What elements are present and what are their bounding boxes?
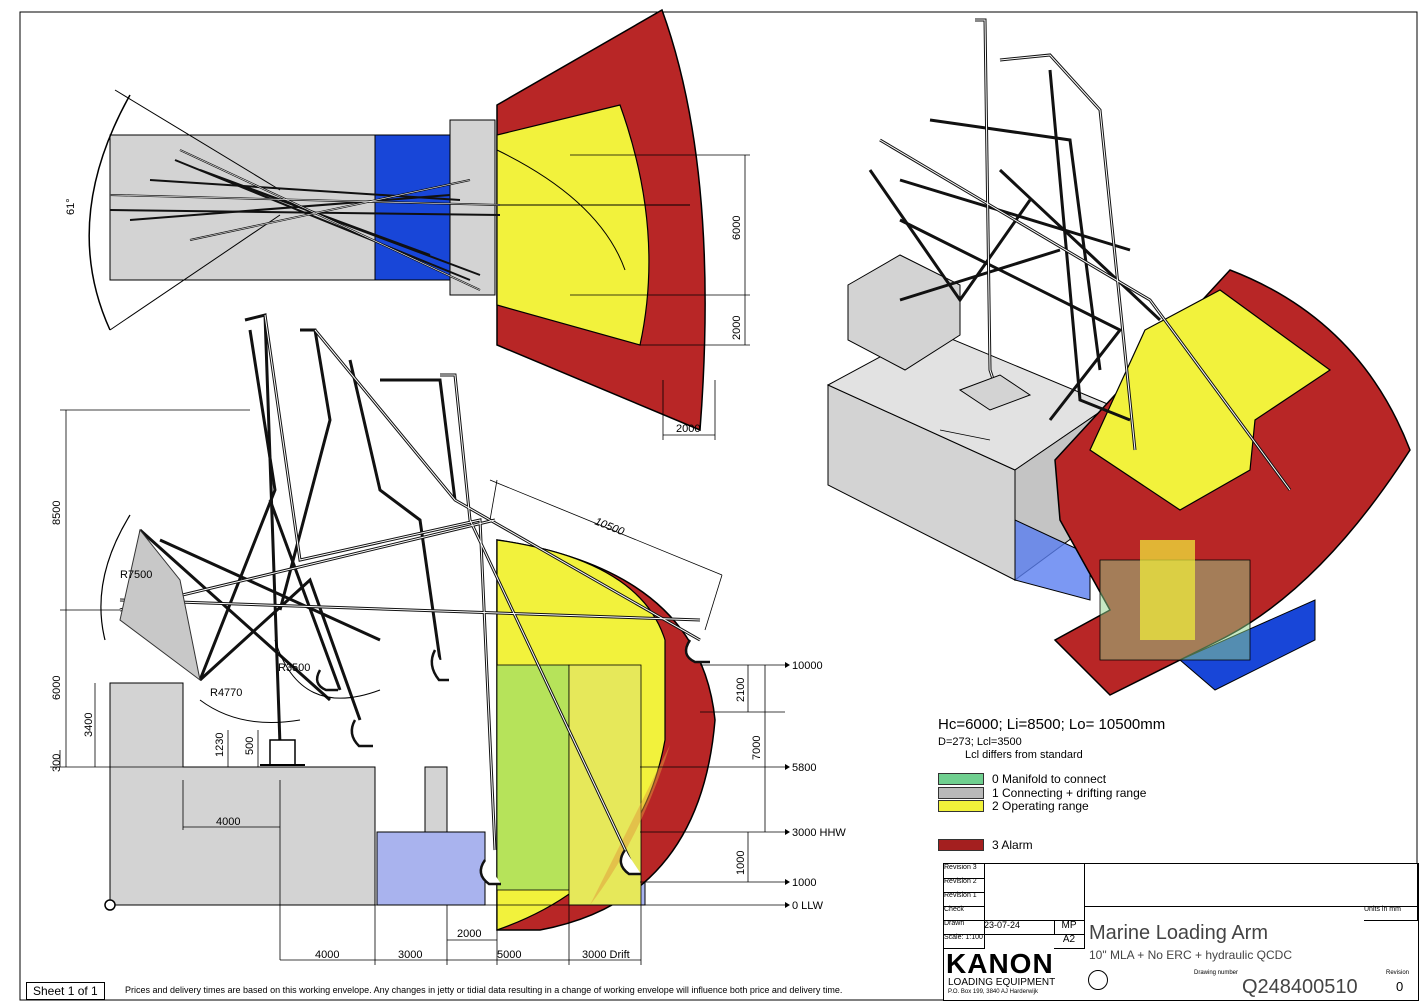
revision-header: Revision bbox=[1386, 970, 1410, 976]
bottom-dim-3000-drift: 3000 Drift bbox=[582, 949, 630, 961]
side-view-dim-500: 500 bbox=[244, 737, 256, 755]
legend-swatch bbox=[938, 839, 984, 851]
drawn-by: MP bbox=[1054, 920, 1085, 935]
drawing-subtitle: 10" MLA + No ERC + hydraulic QCDC bbox=[1089, 948, 1293, 962]
side-view-dim-10500: 10500 bbox=[593, 516, 627, 539]
level-10000: 10000 bbox=[792, 660, 823, 672]
level-5800: 5800 bbox=[792, 762, 816, 774]
company-subtitle: LOADING EQUIPMENT bbox=[948, 977, 1056, 988]
footer-note: Prices and delivery times are based on t… bbox=[125, 985, 843, 995]
drawing-title: Marine Loading Arm bbox=[1089, 922, 1268, 944]
top-view-jetty bbox=[109, 134, 376, 281]
side-view-blue-block bbox=[376, 831, 486, 906]
revision-value: 0 bbox=[1396, 979, 1404, 994]
iso-view bbox=[826, 18, 1411, 696]
side-view-dim-1230: 1230 bbox=[214, 733, 226, 757]
side-view-dim-7000: 7000 bbox=[751, 736, 763, 760]
company-address: P.O. Box 199, 3840 AJ Harderwijk bbox=[948, 989, 1038, 995]
legend-item-manifold: 0 Manifold to connect bbox=[938, 772, 1106, 786]
side-view-dim-300: 300 bbox=[51, 754, 63, 772]
top-view-dim-6000: 6000 bbox=[731, 216, 743, 240]
top-view-dim-2000-h: 2000 bbox=[676, 423, 700, 435]
side-view-dim-1000: 1000 bbox=[735, 851, 747, 875]
level-1000: 1000 bbox=[792, 877, 816, 889]
bottom-dim-4000: 4000 bbox=[315, 949, 339, 961]
sheet-size: A2 bbox=[1054, 934, 1085, 949]
scale-label: Scale: 1:100 bbox=[944, 934, 983, 941]
title-block: Revision 3 Revision 2 Revision 1 Check D… bbox=[943, 863, 1419, 1001]
side-view-dim-2000: 2000 bbox=[457, 928, 481, 940]
top-view-angle-arc bbox=[88, 94, 131, 331]
bottom-dim-3000: 3000 bbox=[398, 949, 422, 961]
check-label: Check bbox=[944, 906, 964, 913]
company-logo: KANON bbox=[946, 948, 1054, 979]
iso-blue-block bbox=[1014, 519, 1091, 601]
legend-label: 3 Alarm bbox=[992, 838, 1033, 852]
top-view-angle-label: 61° bbox=[65, 198, 77, 215]
legend-label: 0 Manifold to connect bbox=[992, 772, 1107, 786]
legend-label: 2 Operating range bbox=[992, 799, 1089, 813]
drawn-label: Drawn bbox=[944, 920, 965, 927]
side-view-manifold-zone bbox=[496, 664, 570, 891]
top-view-dim-2000-v: 2000 bbox=[731, 316, 743, 340]
level-3000-hhw: 3000 HHW bbox=[792, 827, 846, 839]
iso-operating-zone bbox=[1089, 289, 1332, 511]
radius-4770: R4770 bbox=[210, 687, 242, 699]
level-0-llw: 0 LLW bbox=[792, 900, 824, 912]
legend-swatch bbox=[938, 773, 984, 785]
units-label: Units in mm bbox=[1364, 906, 1418, 921]
side-view-jetty bbox=[109, 682, 376, 906]
drawing-number-label: Drawing number bbox=[1194, 970, 1239, 976]
radius-7500: R7500 bbox=[120, 569, 152, 581]
side-view-dim-2100: 2100 bbox=[735, 678, 747, 702]
side-view-dim-4000-inner: 4000 bbox=[216, 816, 240, 828]
legend-label: 1 Connecting + drifting range bbox=[992, 786, 1147, 800]
revision-3-row: Revision 3 bbox=[944, 864, 985, 879]
sheet-indicator: Sheet 1 of 1 bbox=[26, 982, 105, 1000]
bottom-dim-5000: 5000 bbox=[497, 949, 521, 961]
side-view-dim-6000: 6000 bbox=[51, 676, 63, 700]
projection-icon bbox=[1088, 970, 1108, 990]
parameters-main: Hc=6000; Li=8500; Lo= 10500mm bbox=[938, 716, 1166, 733]
revision-2-label: Revision 2 bbox=[944, 878, 977, 885]
parameters-sub2: Lcl differs from standard bbox=[965, 749, 1083, 761]
revision-3-label: Revision 3 bbox=[944, 864, 977, 871]
side-view: 8500 6000 3400 300 1230 500 4000 R7500 R… bbox=[50, 313, 846, 965]
revision-1-label: Revision 1 bbox=[944, 892, 977, 899]
legend-swatch bbox=[938, 787, 984, 799]
parameters-sub1: D=273; Lcl=3500 bbox=[938, 736, 1022, 748]
drawing-number: Q248400510 bbox=[1242, 976, 1358, 998]
legend-item-connecting: 1 Connecting + drifting range bbox=[938, 786, 1146, 800]
side-view-dim-3400: 3400 bbox=[83, 713, 95, 737]
legend-item-alarm: 3 Alarm bbox=[938, 838, 1033, 852]
sheet-border bbox=[19, 11, 1418, 1001]
top-view: 61° 6000 2000 2000 bbox=[65, 8, 750, 440]
drawn-date: 23-07-24 bbox=[984, 920, 1055, 935]
top-view-operating-zone bbox=[496, 104, 650, 346]
legend-swatch bbox=[938, 800, 984, 812]
side-view-dim-8500: 8500 bbox=[51, 501, 63, 525]
radius-3500: R3500 bbox=[278, 662, 310, 674]
legend-item-operating: 2 Operating range bbox=[938, 799, 1089, 813]
